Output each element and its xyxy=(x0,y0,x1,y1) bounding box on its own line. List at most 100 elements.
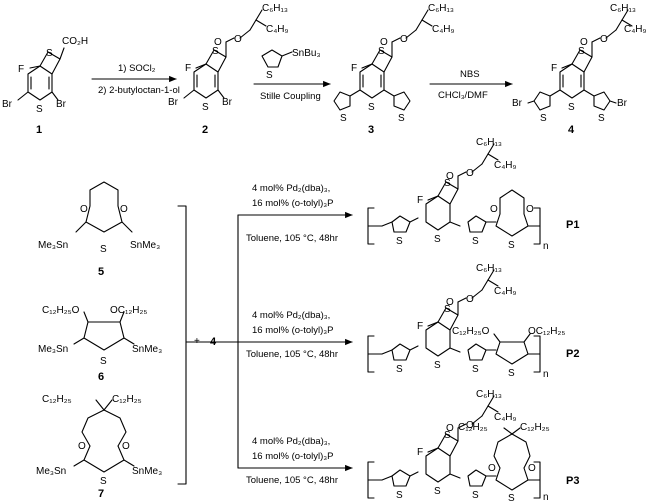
oxygen-label: O xyxy=(466,168,474,179)
compound-6-structure: C₁₂H₂₅O OC₁₂H₂₅ S Me₃Sn SnMe₃ 6 xyxy=(38,305,162,383)
polymer-p3-structure: S O O C₆H₁₃ C₄H₉ F S S S C₁₂H₂₅ C₁₂H₂₅ O… xyxy=(367,389,579,503)
hexyl-label: C₆H₁₃ xyxy=(476,137,502,148)
oxygen-label: O xyxy=(234,34,242,45)
fluoro-label: F xyxy=(417,195,423,206)
butyl-label: C₄H₉ xyxy=(494,412,517,423)
oxygen-label: O xyxy=(490,204,498,215)
fluoro-label: F xyxy=(351,63,357,74)
trimethylstannyl-label: Me₃Sn xyxy=(36,466,66,477)
reaction-conditions: Toluene, 105 °C, 48hr xyxy=(246,349,338,360)
butyl-label: C₄H₉ xyxy=(494,160,517,171)
polymer-label: P3 xyxy=(566,475,579,487)
oxygen-label: O xyxy=(446,297,454,308)
oxygen-label: O xyxy=(466,420,474,431)
catalyst-label: 4 mol% Pd₂(dba)₃, xyxy=(252,310,330,321)
sulfur-label: S xyxy=(378,46,385,57)
repeat-unit-n: n xyxy=(543,492,549,503)
bromo-label: Br xyxy=(56,99,67,110)
sulfur-label: S xyxy=(508,368,515,379)
repeat-unit-n: n xyxy=(543,369,549,380)
fluoro-label: F xyxy=(185,63,191,74)
oxygen-label: O xyxy=(466,294,474,305)
polymerization-arrows xyxy=(185,211,353,472)
sulfur-label: S xyxy=(396,364,403,375)
sulfur-label: S xyxy=(444,304,451,315)
stannane-label: SnBu₃ xyxy=(292,48,321,59)
catalyst-label: 4 mol% Pd₂(dba)₃, xyxy=(252,183,330,194)
bromo-label: Br xyxy=(2,99,13,110)
dodecyl-label: C₁₂H₂₅ xyxy=(112,394,142,405)
compound-number: 7 xyxy=(98,488,104,500)
oxygen-label: O xyxy=(400,34,408,45)
dodecyloxy-label: OC₁₂H₂₅ xyxy=(528,326,565,337)
oxygen-label: O xyxy=(526,204,534,215)
oxygen-label: O xyxy=(214,37,222,48)
sulfur-label: S xyxy=(598,113,605,124)
compound-5-structure: O O S Me₃Sn SnMe₃ 5 xyxy=(38,181,160,278)
hexyl-label: C₆H₁₃ xyxy=(262,3,288,14)
butyl-label: C₄H₉ xyxy=(432,24,455,35)
sulfur-label: S xyxy=(396,236,403,247)
bromo-label: Br xyxy=(168,97,179,108)
compound-number: 2 xyxy=(202,124,208,136)
dodecyl-label: C₁₂H₂₅ xyxy=(458,422,488,433)
reaction-conditions: Toluene, 105 °C, 48hr xyxy=(246,475,338,486)
compound-2-structure: O O C₆H₁₃ C₄H₉ F S S Br Br 2 xyxy=(168,3,289,136)
compound-1-structure: CO₂H F S S Br Br 1 xyxy=(2,36,88,136)
hexyl-label: C₆H₁₃ xyxy=(428,3,454,14)
fluoro-label: F xyxy=(551,63,557,74)
oxygen-label: O xyxy=(122,441,130,452)
dodecyloxy-label: C₁₂H₂₅O xyxy=(452,326,490,337)
oxygen-label: O xyxy=(446,423,454,434)
step3-reagent: NBS xyxy=(460,69,480,80)
oxygen-label: O xyxy=(580,37,588,48)
trimethylstannyl-label: Me₃Sn xyxy=(38,344,68,355)
sulfur-label: S xyxy=(398,113,405,124)
ligand-label: 16 mol% (o-tolyl)₃P xyxy=(252,198,333,209)
sulfur-label: S xyxy=(508,240,515,251)
ligand-label: 16 mol% (o-tolyl)₃P xyxy=(252,325,333,336)
carboxylic-acid-label: CO₂H xyxy=(62,36,88,47)
sulfur-label: S xyxy=(368,102,375,113)
dodecyl-label: C₁₂H₂₅ xyxy=(42,394,72,405)
stannyl-thiophene-reagent: S SnBu₃ xyxy=(261,48,321,81)
polymer-label: P1 xyxy=(566,219,579,231)
oxygen-label: O xyxy=(446,171,454,182)
sulfur-label: S xyxy=(100,476,107,487)
sulfur-label: S xyxy=(472,364,479,375)
oxygen-label: O xyxy=(600,34,608,45)
compound-4-structure: O O C₆H₁₃ C₄H₉ F S S S S Br Br 4 xyxy=(512,3,647,136)
sulfur-label: S xyxy=(472,490,479,501)
sulfur-label: S xyxy=(444,178,451,189)
hexyl-label: C₆H₁₃ xyxy=(476,389,502,400)
sulfur-label: S xyxy=(266,70,273,81)
catalyst-label: 4 mol% Pd₂(dba)₃, xyxy=(252,436,330,447)
step1-reagent-2: 2) 2-butyloctan-1-ol xyxy=(98,85,180,96)
oxygen-label: O xyxy=(80,204,88,215)
sulfur-label: S xyxy=(46,48,53,59)
oxygen-label: O xyxy=(78,441,86,452)
oxygen-label: O xyxy=(488,463,496,474)
step3-solvent: CHCl₃/DMF xyxy=(438,90,488,101)
sulfur-label: S xyxy=(36,104,43,115)
fluoro-label: F xyxy=(417,321,423,332)
butyl-label: C₄H₉ xyxy=(266,24,289,35)
compound-number: 3 xyxy=(368,124,374,136)
hexyl-label: C₆H₁₃ xyxy=(610,3,636,14)
bromo-label: Br xyxy=(617,98,628,109)
dodecyloxy-label: C₁₂H₂₅O xyxy=(42,305,80,316)
trimethylstannyl-label: SnMe₃ xyxy=(132,466,162,477)
sulfur-label: S xyxy=(434,486,441,497)
sulfur-label: S xyxy=(444,430,451,441)
polymer-p1-structure: S O O C₆H₁₃ C₄H₉ F S S S O O S n P1 xyxy=(367,137,579,252)
bromo-label: Br xyxy=(512,98,523,109)
compound-number: 4 xyxy=(568,124,575,136)
sulfur-label: S xyxy=(434,360,441,371)
sulfur-label: S xyxy=(100,244,107,255)
compound-3-structure: O O C₆H₁₃ C₄H₉ F S S S S 3 xyxy=(333,3,455,136)
trimethylstannyl-label: SnMe₃ xyxy=(132,344,162,355)
sulfur-label: S xyxy=(540,113,547,124)
sulfur-label: S xyxy=(212,46,219,57)
ligand-label: 16 mol% (o-tolyl)₃P xyxy=(252,451,333,462)
